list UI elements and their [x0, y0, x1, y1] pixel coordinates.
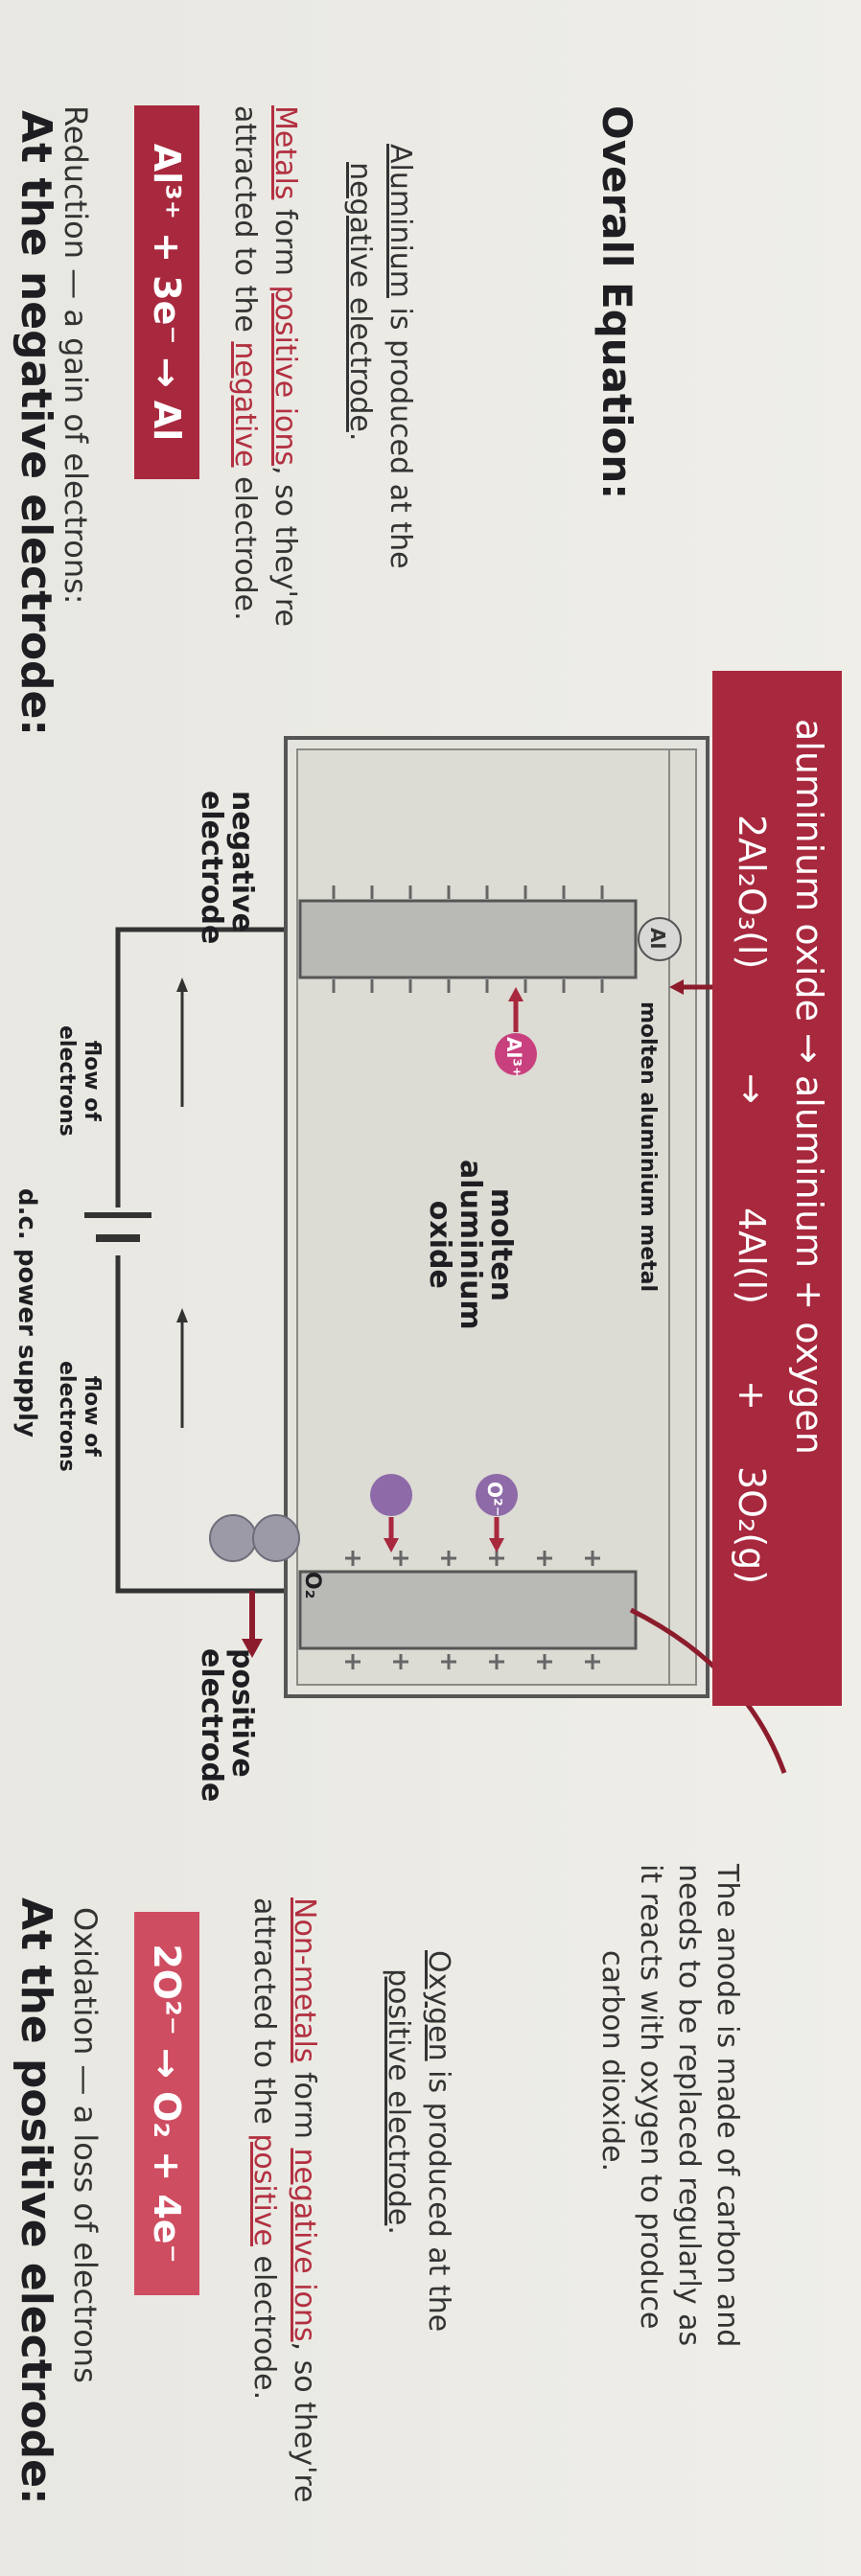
positive-subtitle: Oxidation — a loss of electrons	[67, 1907, 104, 2383]
negative-note-product: Aluminium is produced at the negative el…	[343, 144, 417, 569]
reactant: 2Al₂O₃(l)	[731, 815, 773, 970]
molten-metal-label: molten aluminium metal	[636, 1001, 660, 1293]
o2-bubble-b	[252, 1514, 300, 1562]
electrolyte-liquid	[296, 748, 697, 1686]
positive-equation-box: 2O²⁻ → O₂ + 4e⁻	[134, 1912, 199, 2295]
product-aluminium: 4Al(l)	[731, 1208, 773, 1304]
equation-plus: +	[731, 1380, 773, 1411]
overall-equation-box: aluminium oxide → aluminium + oxygen 2Al…	[712, 671, 842, 1706]
positive-note-product: Oxygen is produced at the positive elect…	[382, 1950, 455, 2333]
positive-note-ions: Non-metals form negative ions, so they'r…	[247, 1898, 321, 2503]
equation-arrow: →	[731, 1073, 773, 1104]
al-atom-label: Al	[646, 928, 669, 950]
negative-electrode-charges	[332, 886, 604, 993]
o2-label: O₂	[300, 1572, 324, 1599]
al3-ion	[495, 1033, 537, 1075]
product-oxygen: 3O₂(g)	[731, 1466, 773, 1585]
positive-heading: At the positive electrode:	[12, 1898, 60, 2505]
negative-heading: At the negative electrode:	[12, 110, 60, 736]
anode-note: The anode is made of carbon and needs to…	[595, 1864, 744, 2348]
positive-electrode-rod	[298, 1570, 638, 1650]
al3-ion-label: Al³⁺	[502, 1037, 525, 1077]
overall-equation-label: Overall Equation:	[593, 105, 640, 500]
o2-bubble-a	[209, 1514, 257, 1562]
electrolysis-diagram	[84, 736, 787, 1774]
negative-subtitle: Reduction — a gain of electrons:	[58, 105, 94, 605]
molten-oxide-label: molten aluminium oxide	[423, 1160, 518, 1330]
positive-electrode-charges	[345, 1551, 600, 1669]
negative-electrode-rod	[298, 899, 638, 979]
power-supply-label: d.c. power supply	[12, 1188, 41, 1438]
wire-negative	[115, 927, 305, 1208]
o2-ion-2	[370, 1474, 412, 1516]
negative-equation-box: Al³⁺ + 3e⁻ → Al	[134, 105, 199, 479]
al-atom	[638, 917, 682, 961]
word-equation: aluminium oxide → aluminium + oxygen	[788, 719, 830, 1455]
o2-ion-1	[476, 1474, 518, 1516]
o2-ion-label: O²⁻	[483, 1482, 506, 1517]
negative-note-ions: Metals form positive ions, so they're at…	[228, 105, 302, 627]
wire-positive	[115, 1255, 305, 1594]
